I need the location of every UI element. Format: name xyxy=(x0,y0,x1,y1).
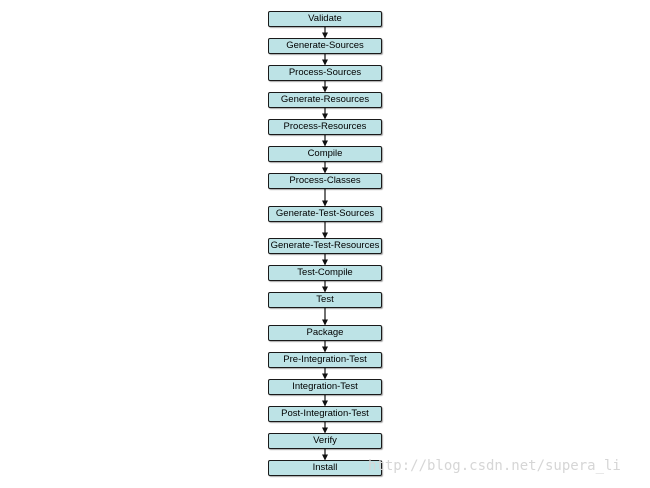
step-install: Install xyxy=(268,460,382,476)
step-process-classes: Process-Classes xyxy=(268,173,382,189)
step-package: Package xyxy=(268,325,382,341)
step-process-resources: Process-Resources xyxy=(268,119,382,135)
step-process-sources: Process-Sources xyxy=(268,65,382,81)
step-generate-test-resources: Generate-Test-Resources xyxy=(268,238,382,254)
step-test-compile: Test-Compile xyxy=(268,265,382,281)
step-generate-sources: Generate-Sources xyxy=(268,38,382,54)
watermark-url: http://blog.csdn.net/supera_li xyxy=(368,458,621,474)
step-generate-resources: Generate-Resources xyxy=(268,92,382,108)
step-generate-test-sources: Generate-Test-Sources xyxy=(268,206,382,222)
step-post-integration-test: Post-Integration-Test xyxy=(268,406,382,422)
step-integration-test: Integration-Test xyxy=(268,379,382,395)
step-pre-integration-test: Pre-Integration-Test xyxy=(268,352,382,368)
step-validate: Validate xyxy=(268,11,382,27)
step-compile: Compile xyxy=(268,146,382,162)
step-test: Test xyxy=(268,292,382,308)
step-verify: Verify xyxy=(268,433,382,449)
